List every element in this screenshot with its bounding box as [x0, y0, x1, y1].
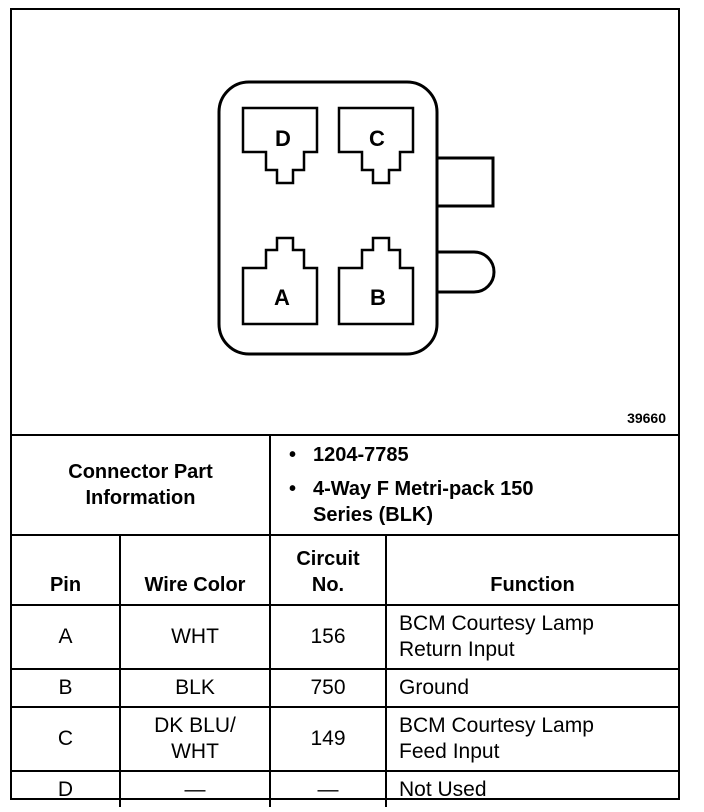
bullet-icon: •: [289, 478, 297, 500]
cell-pin: B: [12, 668, 121, 708]
cell-pin: A: [12, 604, 121, 670]
cell-circuit: 156: [269, 604, 387, 670]
part-description: 4-Way F Metri-pack 150 Series (BLK): [313, 478, 534, 526]
header-row: Pin Wire Color Circuit No. Function: [12, 534, 678, 606]
connector-chart: D C A B 39660 Connector Part Information…: [10, 8, 680, 807]
cell-circuit: —: [269, 770, 387, 807]
pin-cavity-a: [241, 236, 319, 326]
cell-function: BCM Courtesy Lamp Return Input: [385, 604, 678, 670]
part-number: 1204-7785: [313, 444, 409, 466]
connector-lock-tab: [437, 156, 495, 208]
header-function: Function: [385, 534, 678, 606]
connector-diagram: D C A B 39660: [12, 10, 678, 434]
cell-function: BCM Courtesy Lamp Feed Input: [385, 706, 678, 772]
figure-number: 39660: [627, 410, 666, 426]
table-row: A WHT 156 BCM Courtesy Lamp Return Input: [12, 604, 678, 670]
bullet-icon: •: [289, 444, 297, 466]
pin-cavity-d: [241, 106, 319, 185]
cell-circuit: 149: [269, 706, 387, 772]
cell-circuit: 750: [269, 668, 387, 708]
part-info-details: • 1204-7785 • 4-Way F Metri-pack 150 Serie…: [269, 434, 678, 536]
part-info-label: Connector Part Information: [12, 434, 271, 536]
pin-cavity-b: [337, 236, 415, 326]
cell-function-text: BCM Courtesy Lamp Feed Input: [399, 714, 594, 763]
table-row: D — — Not Used: [12, 770, 678, 807]
header-circuit-text: Circuit No.: [296, 548, 360, 596]
pin-label-c: C: [369, 126, 385, 151]
pin-cavity-c: [337, 106, 415, 185]
connector-body: [217, 80, 439, 356]
cell-function: Not Used: [385, 770, 678, 807]
connector-key-tab: [437, 250, 496, 294]
table-row: C DK BLU/ WHT 149 BCM Courtesy Lamp Feed…: [12, 706, 678, 772]
pin-label-a: A: [274, 285, 290, 310]
pin-label-b: B: [370, 285, 386, 310]
cell-function-text: BCM Courtesy Lamp Return Input: [399, 612, 594, 661]
cell-wire-color: BLK: [119, 668, 271, 708]
cell-wire-color-text: DK BLU/ WHT: [154, 714, 236, 763]
pin-label-d: D: [275, 126, 291, 151]
part-info-item: • 4-Way F Metri-pack 150 Series (BLK): [289, 476, 678, 528]
cell-wire-color: —: [119, 770, 271, 807]
header-circuit: Circuit No.: [269, 534, 387, 606]
part-info-item: • 1204-7785: [289, 442, 678, 468]
cell-function: Ground: [385, 668, 678, 708]
part-info-row: Connector Part Information • 1204-7785 • 4…: [12, 434, 678, 536]
cell-pin: C: [12, 706, 121, 772]
cell-wire-color: DK BLU/ WHT: [119, 706, 271, 772]
connector-drawing: D C A B: [217, 80, 496, 356]
connector-table: Connector Part Information • 1204-7785 • 4…: [12, 434, 678, 807]
cell-wire-color: WHT: [119, 604, 271, 670]
header-pin: Pin: [12, 534, 121, 606]
header-wire-color: Wire Color: [119, 534, 271, 606]
cell-pin: D: [12, 770, 121, 807]
table-row: B BLK 750 Ground: [12, 668, 678, 708]
